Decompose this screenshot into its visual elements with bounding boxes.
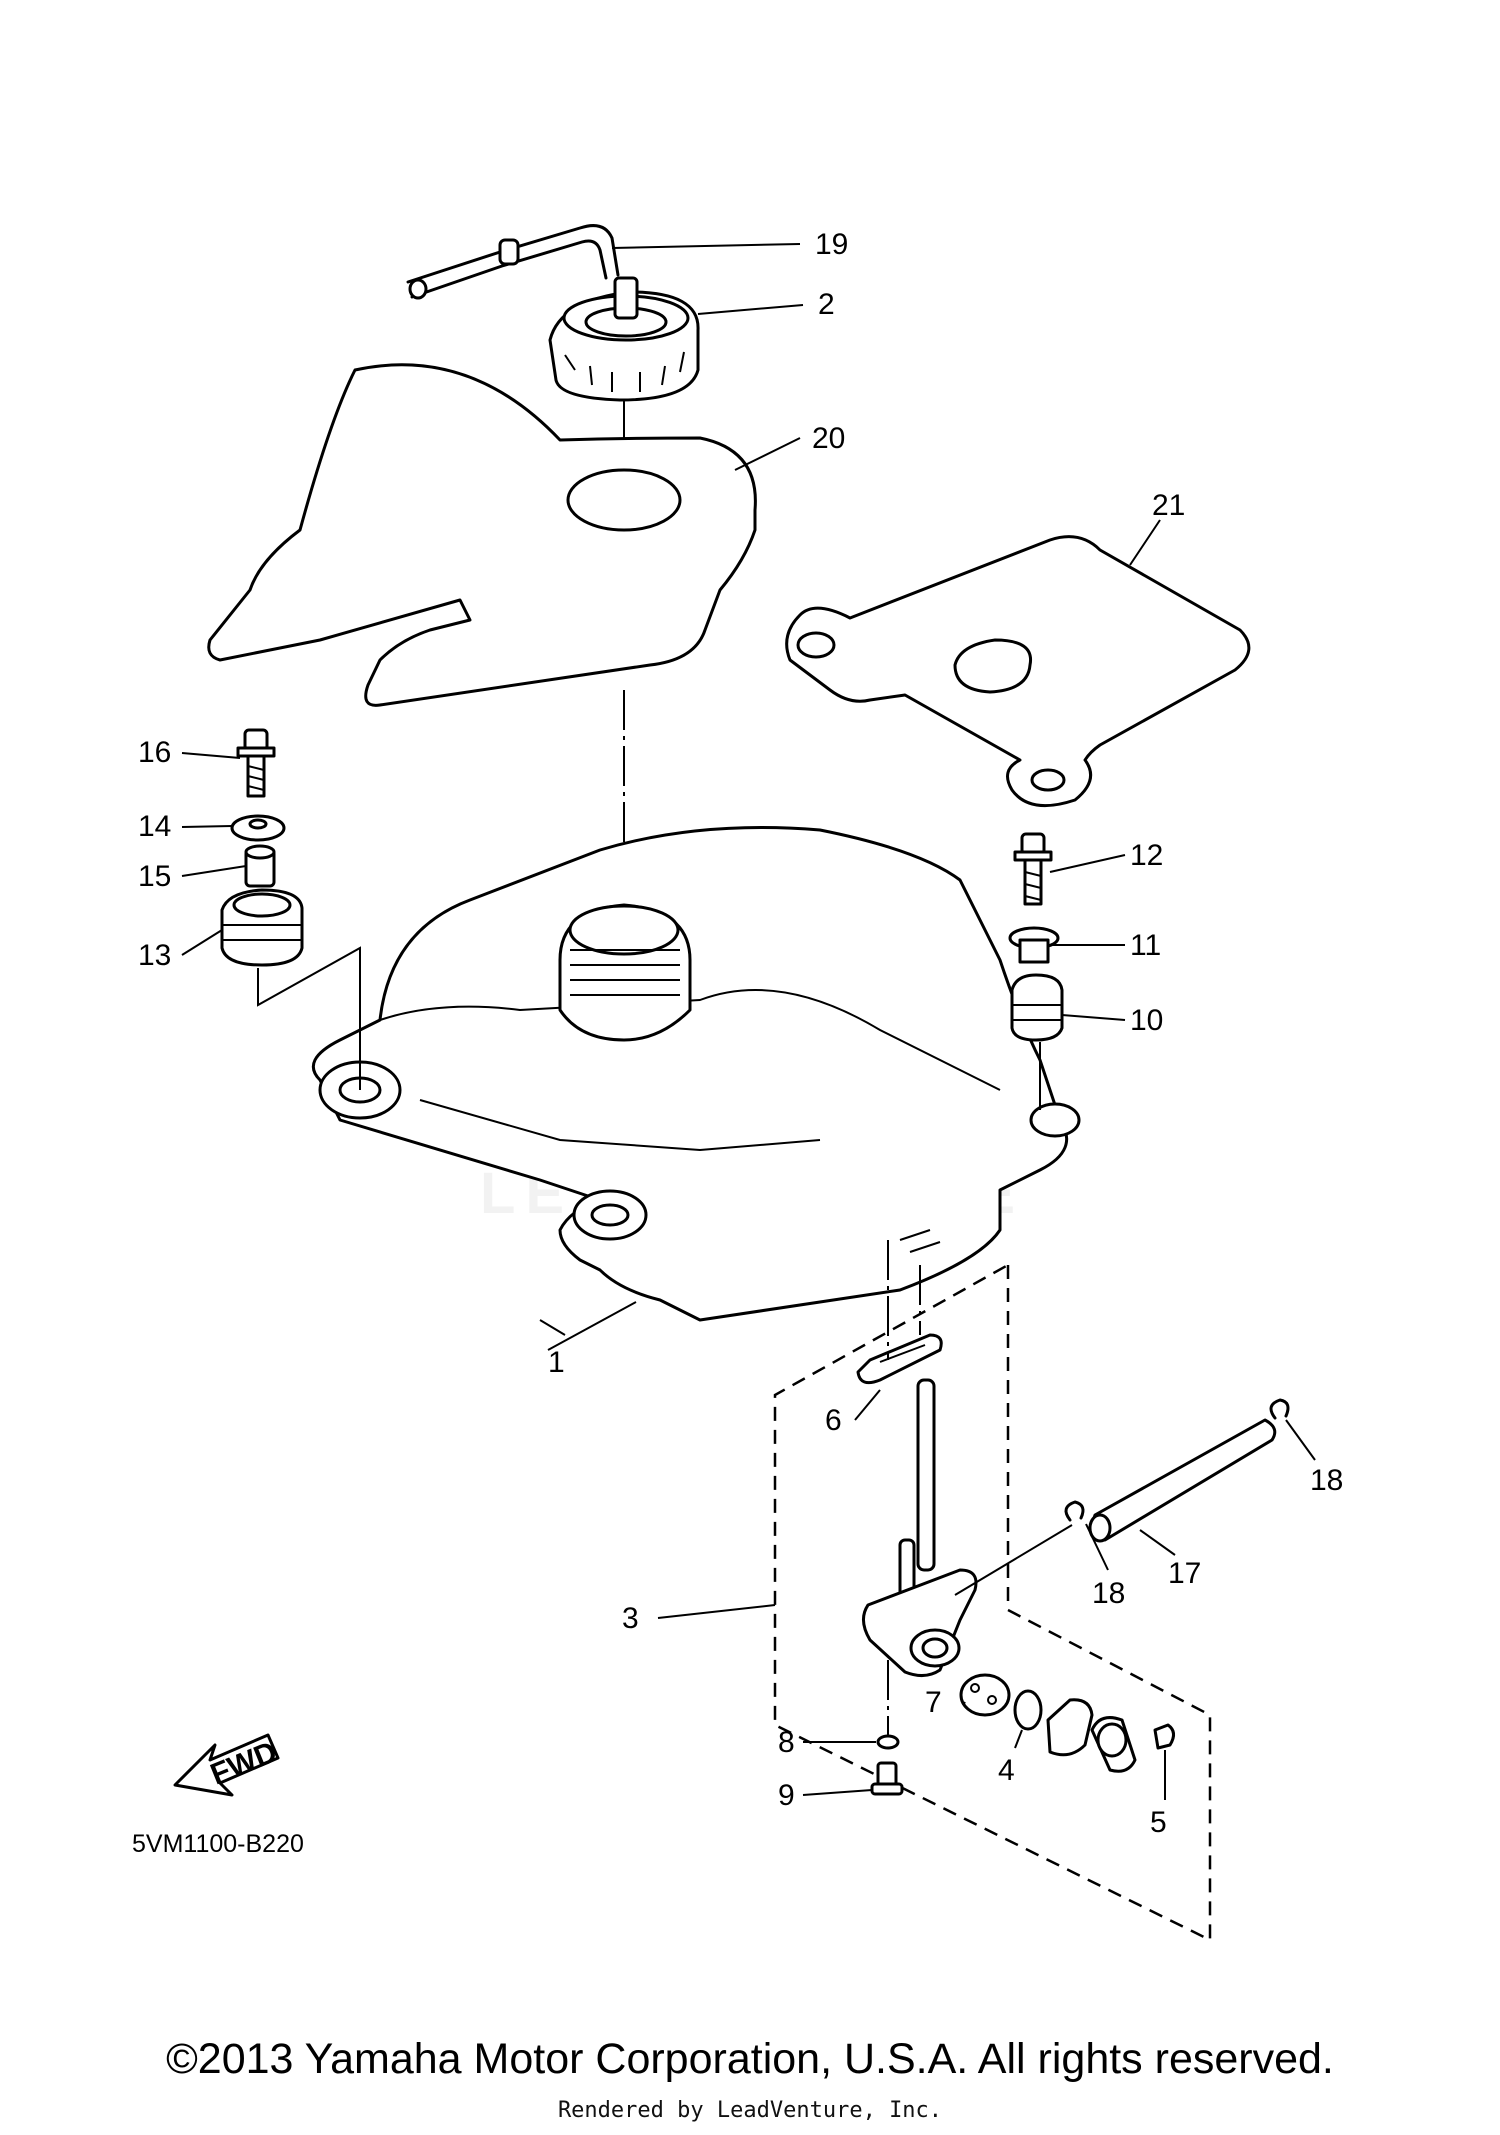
callout-21: 21 <box>1152 489 1185 522</box>
o-ring-4[interactable] <box>1013 1689 1043 1731</box>
washer-14[interactable] <box>230 814 286 842</box>
callout-18-upper: 18 <box>1310 1464 1343 1497</box>
callout-15: 15 <box>138 860 171 893</box>
callout-12: 12 <box>1130 839 1163 872</box>
fwd-label: FWD <box>206 1735 282 1791</box>
fuel-cap-2[interactable] <box>548 276 700 402</box>
copyright-notice: ©2013 Yamaha Motor Corporation, U.S.A. A… <box>166 2035 1334 2083</box>
callout-14: 14 <box>138 810 171 843</box>
forward-arrow-icon: FWD <box>173 1733 282 1797</box>
lever-5[interactable] <box>1046 1698 1175 1773</box>
collar-15[interactable] <box>244 844 276 888</box>
filter-screen-7[interactable] <box>959 1673 1011 1717</box>
callout-20: 20 <box>812 422 845 455</box>
fuel-tank-parts-diagram: FWD 1 2 3 4 5 6 7 8 9 10 <box>138 224 1343 1943</box>
callout-9: 9 <box>778 1779 795 1812</box>
callout-2: 2 <box>818 288 835 321</box>
callout-13: 13 <box>138 939 171 972</box>
rendered-by-notice: Rendered by LeadVenture, Inc. <box>557 2098 943 2123</box>
callout-17: 17 <box>1168 1557 1201 1590</box>
tank-pad-21[interactable] <box>785 535 1251 808</box>
callout-3: 3 <box>622 1602 639 1635</box>
screw-9[interactable] <box>870 1761 904 1796</box>
collar-11[interactable] <box>1008 926 1060 964</box>
gasket-6[interactable] <box>856 1333 943 1385</box>
fuel-tank-1[interactable] <box>311 826 1081 1322</box>
tank-pad-20[interactable] <box>207 363 757 707</box>
callout-1: 1 <box>548 1346 565 1379</box>
fuel-hose-17[interactable] <box>1088 1418 1277 1543</box>
hose-clip-18-upper[interactable] <box>1269 1398 1290 1420</box>
callout-16: 16 <box>138 736 171 769</box>
leader-lines <box>181 243 1316 1800</box>
callout-10: 10 <box>1130 1004 1163 1037</box>
breather-hose-19[interactable] <box>406 224 620 300</box>
callout-7: 7 <box>925 1686 942 1719</box>
fuel-cock-assembly-box <box>773 1262 1212 1943</box>
callout-8: 8 <box>778 1726 795 1759</box>
callout-6: 6 <box>825 1404 842 1437</box>
callout-11: 11 <box>1130 929 1161 962</box>
mounting-bolt-12[interactable] <box>1013 832 1053 906</box>
mounting-bolt-16[interactable] <box>236 728 276 798</box>
callout-4: 4 <box>998 1754 1015 1787</box>
diagram-code: 5VM1100-B220 <box>132 1830 304 1858</box>
callout-5: 5 <box>1150 1806 1167 1839</box>
damper-13[interactable] <box>220 888 304 967</box>
callouts: 1 2 3 4 5 6 7 8 9 10 11 12 13 14 15 16 1… <box>138 228 1343 1839</box>
washer-8[interactable] <box>876 1734 900 1750</box>
fuel-cock-3[interactable] <box>862 1378 978 1677</box>
callout-19: 19 <box>815 228 848 261</box>
callout-18-lower: 18 <box>1092 1577 1125 1610</box>
hose-clip-18-lower[interactable] <box>1064 1500 1085 1522</box>
damper-10[interactable] <box>1010 973 1064 1042</box>
